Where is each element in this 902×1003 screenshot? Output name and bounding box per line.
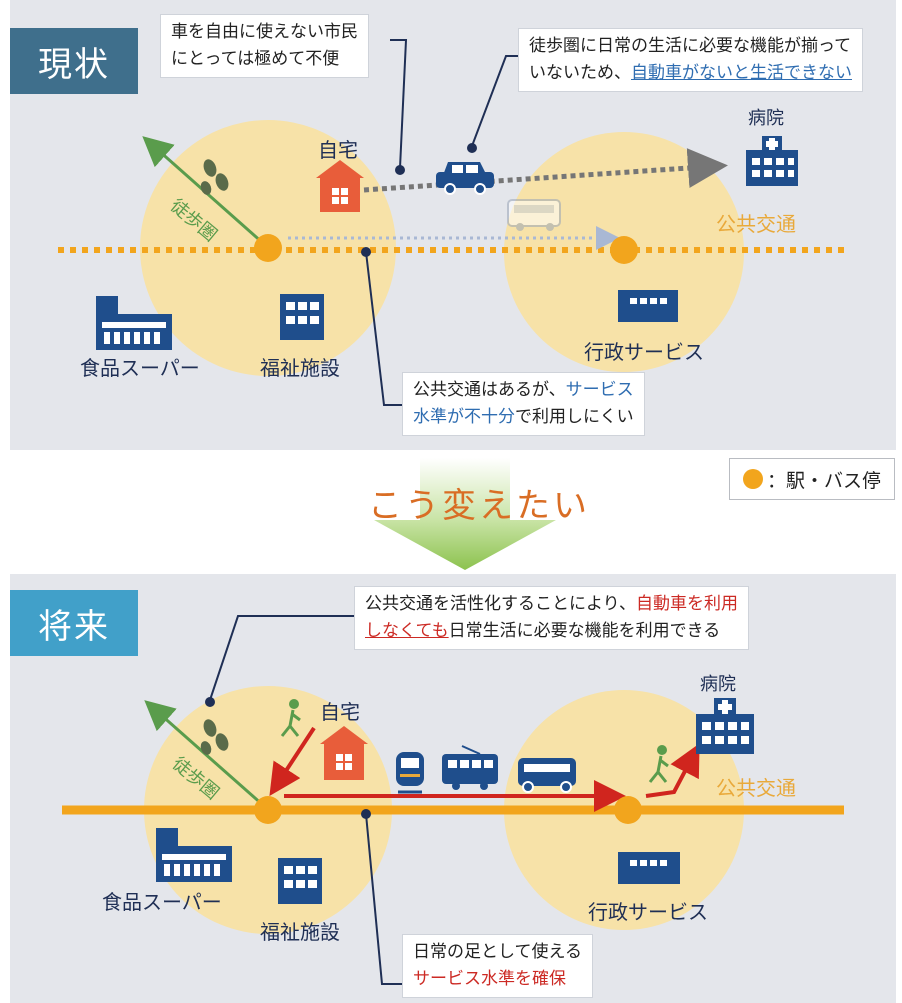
home-label: 自宅 — [318, 138, 358, 162]
supermarket-label: 食品スーパー — [102, 890, 222, 914]
train-icon — [396, 752, 424, 794]
hospital-icon — [696, 698, 754, 754]
hospital-label: 病院 — [700, 674, 736, 695]
home-icon — [320, 726, 368, 780]
welfare-label: 福祉施設 — [260, 356, 340, 380]
admin-label: 行政サービス — [584, 340, 704, 364]
home-label: 自宅 — [320, 700, 360, 724]
transit-label: 公共交通 — [716, 212, 796, 236]
transition-text: こう変えたい — [368, 486, 590, 526]
supermarket-icon — [96, 296, 172, 350]
legend: ：駅・バス停 — [729, 458, 895, 500]
pedestrian-icon — [648, 745, 669, 783]
future-diagram — [62, 615, 844, 985]
walking-arrow — [142, 136, 265, 246]
hospital-icon — [746, 136, 798, 186]
callout-inconvenient: 車を自由に使えない市民 にとっては極めて不便 — [160, 14, 369, 78]
welfare-building-icon — [280, 294, 324, 340]
station-left — [254, 234, 282, 262]
leader-line — [209, 615, 356, 701]
welfare-building-icon — [278, 858, 322, 904]
car-icon — [436, 162, 494, 195]
legend-label: ：駅・バス停 — [766, 469, 881, 492]
pedestrian-icon — [280, 699, 301, 737]
callout-car-dependency: 徒歩圏に日常の生活に必要な機能が揃って いないため、自動車がないと生活できない — [518, 28, 863, 92]
transit-label: 公共交通 — [716, 776, 796, 800]
hospital-label: 病院 — [748, 108, 784, 129]
leader-line — [390, 39, 408, 169]
station-left — [254, 796, 282, 824]
callout-service-level: 公共交通はあるが、サービス 水準が不十分で利用しにくい — [402, 372, 645, 436]
leader-line — [365, 251, 402, 406]
walking-arrow — [144, 700, 265, 808]
leader-line — [365, 813, 402, 985]
supermarket-label: 食品スーパー — [80, 356, 200, 380]
welfare-label: 福祉施設 — [260, 920, 340, 944]
home-to-station-arrow — [269, 726, 316, 797]
admin-label: 行政サービス — [588, 900, 708, 924]
future-title: 将来 — [10, 590, 138, 656]
current-diagram — [58, 39, 850, 406]
callout-service-ensure: 日常の足として使える サービス水準を確保 — [402, 934, 593, 998]
office-icon — [618, 852, 680, 884]
home-icon — [316, 160, 364, 212]
station-right — [614, 796, 642, 824]
office-icon — [618, 290, 678, 322]
footprints-icon — [200, 719, 229, 755]
footprints-icon — [200, 159, 229, 195]
station-right — [610, 236, 638, 264]
current-title: 現状 — [10, 28, 138, 94]
bus-icon — [518, 758, 576, 793]
transition-arrow — [374, 458, 556, 570]
bus-icon — [507, 199, 561, 231]
supermarket-icon — [156, 828, 232, 882]
station-to-hospital-arrow — [645, 743, 700, 798]
current-panel: 現状 車を自由に使えない市民 にとっては極めて不便 徒歩圏に日常の生活に必要な機… — [10, 0, 896, 450]
callout-revitalize: 公共交通を活性化することにより、自動車を利用 しなくても日常生活に必要な機能を利… — [354, 586, 749, 650]
tram-icon — [442, 745, 498, 790]
future-panel: 将来 公共交通を活性化することにより、自動車を利用 しなくても日常生活に必要な機… — [10, 574, 896, 1003]
station-legend-icon — [742, 469, 763, 489]
